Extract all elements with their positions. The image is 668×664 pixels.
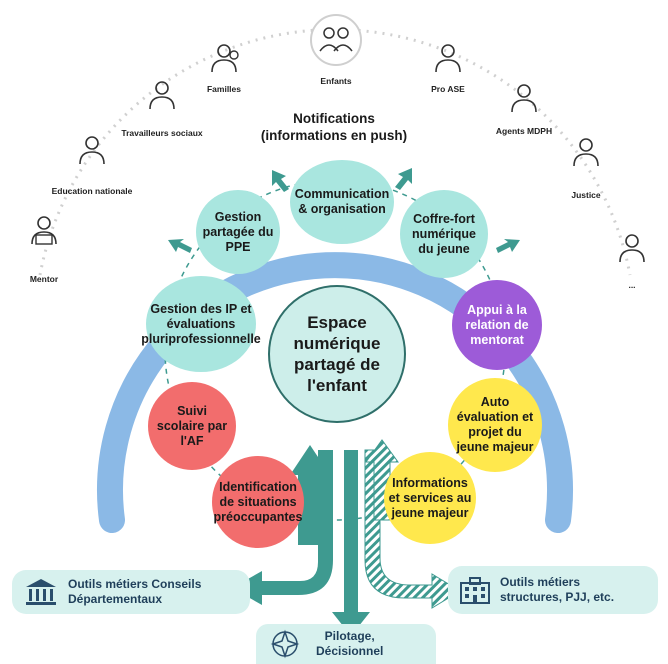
- actor-label: Agents MDPH: [495, 126, 553, 136]
- module-coffre-fort: Coffre-fort numérique du jeune: [400, 190, 488, 278]
- center-line1: Espace: [307, 313, 367, 332]
- actor-label: Mentor: [29, 274, 59, 284]
- push-arrow-left: [272, 170, 289, 192]
- children-icon: [310, 14, 362, 66]
- output-left-label: Outils métiers Conseils Départementaux: [68, 577, 202, 606]
- actor-label: Familles: [206, 84, 242, 94]
- center-line4: l'enfant: [307, 376, 367, 395]
- person-laptop-icon: [31, 216, 57, 245]
- person-icon: [619, 234, 645, 263]
- module-mentorat: Appui à la relation de mentorat: [452, 280, 542, 370]
- notifications-line2: (informations en push): [260, 128, 408, 143]
- center-line3: partagé de: [294, 355, 380, 374]
- module-auto-evaluation: Auto évaluation et projet du jeune majeu…: [448, 378, 542, 472]
- output-right-label: Outils métiers structures, PJJ, etc.: [500, 575, 615, 604]
- professional-icon: [435, 44, 461, 73]
- module-identification: Identification de situations préoccupant…: [212, 456, 304, 548]
- actor-label: Enfants: [320, 76, 352, 86]
- module-informations-majeur: Informations et services au jeune majeur: [384, 452, 476, 544]
- module-ppe: Gestion partagée du PPE: [196, 190, 280, 274]
- actor-label: Travailleurs sociaux: [121, 128, 203, 138]
- judge-icon: [573, 138, 599, 167]
- center-line2: numérique: [293, 334, 381, 353]
- push-arrow-right: [395, 168, 412, 190]
- output-right: Outils métiers structures, PJJ, etc.: [448, 566, 658, 614]
- push-arrow-right-low: [496, 239, 520, 253]
- module-communication: Communication & organisation: [290, 160, 394, 244]
- push-arrow-left-low: [168, 239, 192, 253]
- output-left: Outils métiers Conseils Départementaux: [12, 570, 250, 614]
- actor-label: Justice: [571, 190, 601, 200]
- module-gestion-ip: Gestion des IP et évaluations pluriprofe…: [141, 276, 261, 372]
- notifications-line1: Notifications: [293, 111, 375, 126]
- arrow-down-bottom: [332, 450, 370, 636]
- agent-icon: [511, 84, 537, 113]
- actor-label: ...: [628, 280, 636, 290]
- notification-arc: [97, 252, 573, 533]
- output-bottom: Pilotage, Décisionnel: [256, 624, 436, 664]
- family-icon: [211, 44, 239, 73]
- building-columns-icon: [26, 579, 56, 605]
- actor-label: Pro ASE: [431, 84, 465, 94]
- office-building-icon: [460, 577, 490, 604]
- star-compass-icon: [270, 629, 300, 659]
- social-worker-icon: [149, 81, 175, 110]
- notifications-title: Notifications (informations en push): [234, 110, 434, 144]
- module-suivi-scolaire: Suivi scolaire par l'AF: [148, 382, 236, 470]
- actor-label: Education nationale: [51, 186, 133, 196]
- teacher-icon: [79, 136, 105, 165]
- center-hub: Espace numérique partagé de l'enfant: [268, 285, 406, 423]
- output-bottom-label: Pilotage, Décisionnel: [316, 629, 384, 658]
